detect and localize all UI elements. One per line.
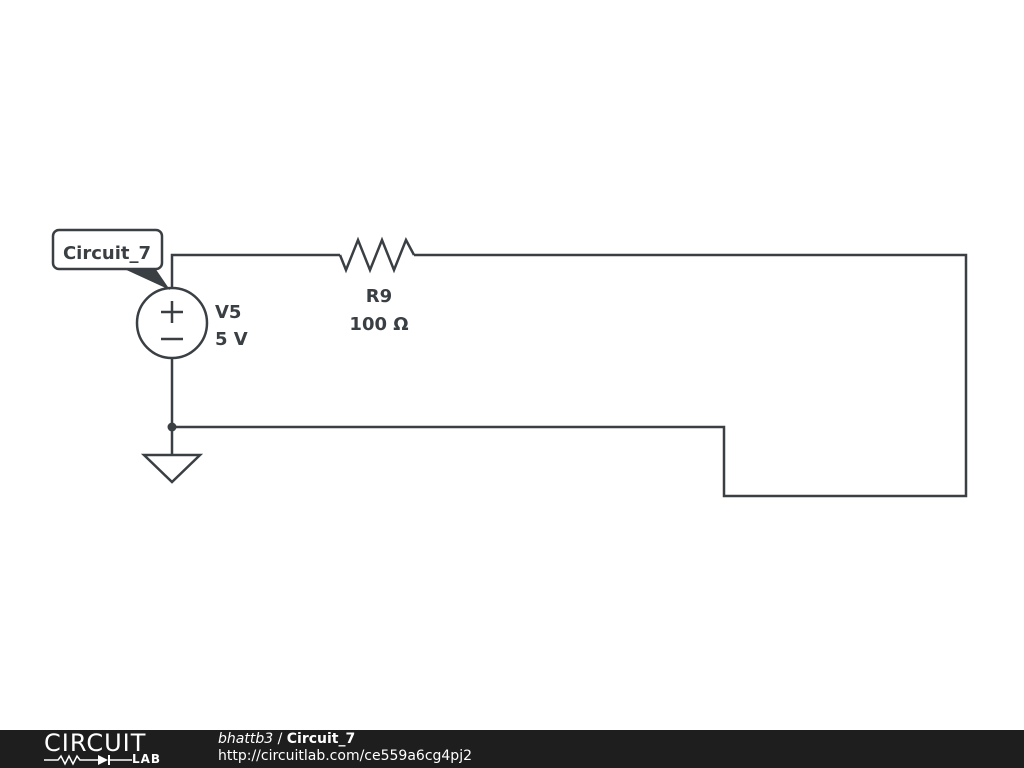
resistor-value-label: 100 Ω (349, 314, 408, 335)
wire-top-right (172, 253, 968, 498)
source-value-label: 5 V (215, 329, 248, 350)
wire-top-left (170, 253, 340, 288)
source-ref-label: V5 (215, 302, 241, 323)
author-separator: / (273, 731, 287, 747)
footer-author-line: bhattb3 / Circuit_7 (218, 731, 472, 748)
footer-credit: bhattb3 / Circuit_7 http://circuitlab.co… (218, 731, 472, 765)
resistor-r9-symbol[interactable] (338, 236, 416, 274)
author-username[interactable]: bhattb3 (218, 731, 274, 747)
ground-icon (140, 453, 204, 484)
footer-bar: CIRCUIT LAB bhattb3 / Circuit_7 http://c… (0, 730, 1024, 768)
logo-wordmark: CIRCUIT (44, 729, 147, 757)
circuitlab-logo[interactable]: CIRCUIT LAB (44, 730, 184, 768)
logo-resistor-diode-icon (44, 754, 132, 766)
voltage-source-v5[interactable] (135, 286, 209, 360)
resistor-ref-label: R9 (366, 286, 392, 307)
circuit-url-link[interactable]: http://circuitlab.com/ce559a6cg4pj2 (218, 748, 472, 764)
footer-circuit-name[interactable]: Circuit_7 (286, 731, 356, 747)
logo-sub-wordmark: LAB (132, 752, 162, 766)
junction-node (167, 422, 177, 432)
circuit-name-tag-label: Circuit_7 (63, 243, 151, 264)
circuit-name-tag[interactable]: Circuit_7 (51, 228, 170, 290)
